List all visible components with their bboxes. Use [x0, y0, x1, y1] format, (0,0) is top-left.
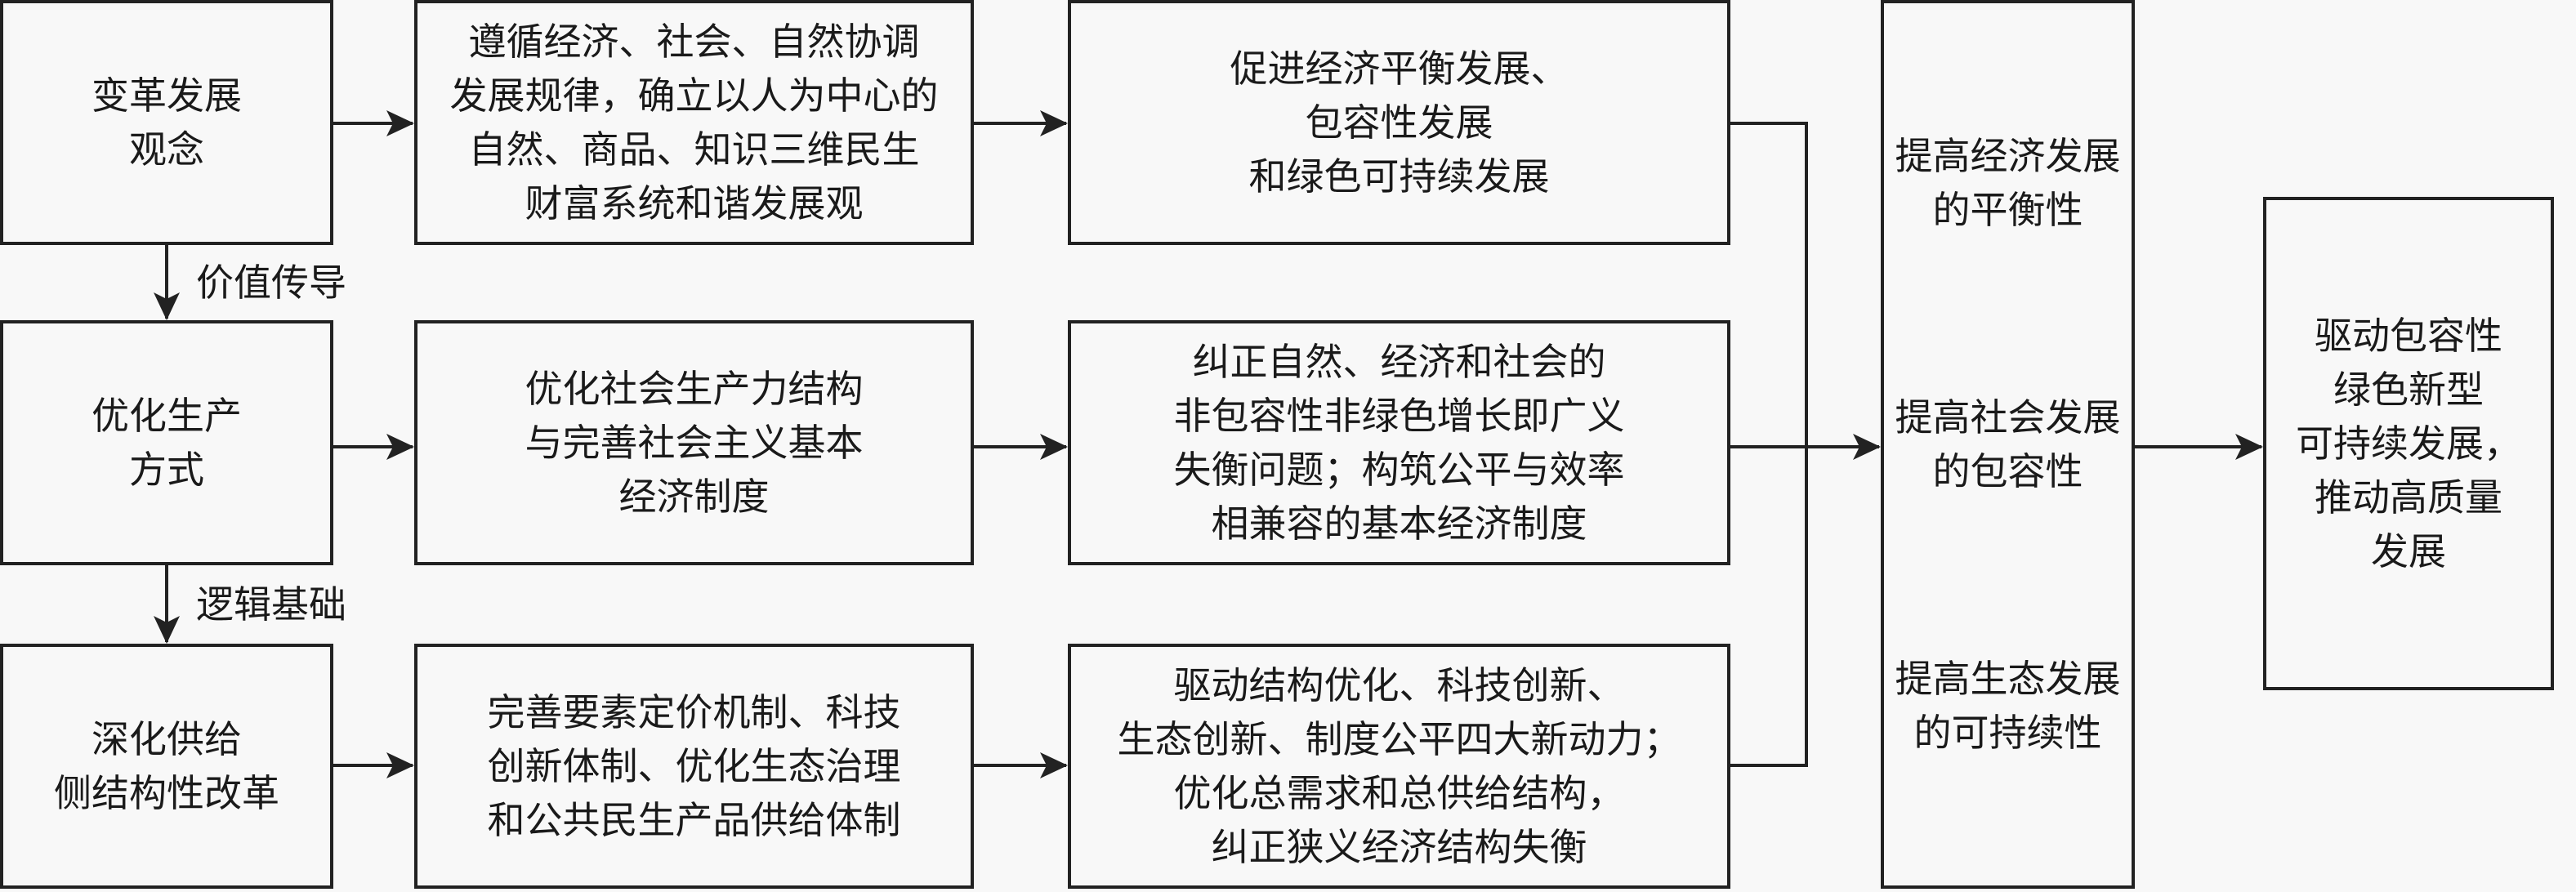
- box-text: 优化总需求和总供给结构，: [1173, 771, 1625, 815]
- box-text: 和绿色可持续发展: [1248, 154, 1550, 198]
- box-text: 财富系统和谐发展观: [525, 181, 864, 225]
- box-correct-broad-imbalance: 纠正自然、经济和社会的 非包容性非绿色增长即广义 失衡问题；构筑公平与效率 相兼…: [1068, 320, 1730, 565]
- arrowheads: [154, 110, 2263, 778]
- box-text: 经济制度: [618, 475, 770, 519]
- box-balanced-development: 促进经济平衡发展、 包容性发展 和绿色可持续发展: [1068, 0, 1730, 245]
- box-productivity-structure: 优化社会生产力结构 与完善社会主义基本 经济制度: [414, 320, 974, 565]
- box-text: 的包容性: [1932, 449, 2083, 493]
- box-text: 创新体制、优化生态治理: [487, 744, 901, 788]
- box-text: 包容性发展: [1305, 100, 1493, 145]
- box-high-quality-development: 驱动包容性 绿色新型 可持续发展， 推动高质量 发展: [2263, 197, 2554, 690]
- box-optimize-production-mode: 优化生产 方式: [0, 320, 333, 565]
- box-text: 侧结构性改革: [54, 771, 279, 815]
- box-text: 推动高质量: [2315, 475, 2502, 520]
- box-text: 方式: [129, 448, 204, 492]
- box-improvement-goals: 提高经济发展 的平衡性 提高社会发展 的包容性 提高生态发展 的可持续性: [1881, 0, 2135, 889]
- box-text: 失衡问题；构筑公平与效率: [1173, 448, 1625, 492]
- box-harmonious-development-view: 遵循经济、社会、自然协调 发展规律，确立以人为中心的 自然、商品、知识三维民生 …: [414, 0, 974, 245]
- box-change-development-concept: 变革发展 观念: [0, 0, 333, 245]
- box-text: 观念: [129, 127, 204, 172]
- box-text: 和公共民生产品供给体制: [487, 798, 901, 842]
- box-supply-side-reform: 深化供给 侧结构性改革: [0, 644, 333, 889]
- box-text: 驱动结构优化、科技创新、: [1173, 663, 1625, 707]
- box-text: 绿色新型: [2333, 368, 2484, 412]
- box-text: 驱动包容性: [2315, 314, 2502, 358]
- box-text: 的平衡性: [1932, 188, 2083, 232]
- box-text: 优化社会生产力结构: [525, 367, 864, 411]
- box-text: 提高经济发展: [1895, 134, 2121, 178]
- box-text: 遵循经济、社会、自然协调: [468, 20, 920, 64]
- box-text: 提高社会发展: [1895, 395, 2121, 439]
- box-text: 可持续发展，: [2296, 421, 2521, 466]
- box-text: 非包容性非绿色增长即广义: [1173, 394, 1625, 438]
- goal-balance: 提高经济发展 的平衡性: [1895, 129, 2121, 237]
- box-text: 变革发展: [92, 74, 242, 118]
- link-label-value-transmission: 价值传导: [196, 261, 346, 305]
- box-four-new-drivers: 驱动结构优化、科技创新、 生态创新、制度公平四大新动力； 优化总需求和总供给结构…: [1068, 644, 1730, 889]
- box-text: 完善要素定价机制、科技: [487, 690, 901, 734]
- box-text: 自然、商品、知识三维民生: [468, 127, 920, 172]
- box-text: 的可持续性: [1913, 711, 2102, 755]
- box-text: 促进经济平衡发展、: [1230, 47, 1569, 91]
- box-text: 提高生态发展: [1895, 657, 2121, 701]
- box-pricing-mechanism: 完善要素定价机制、科技 创新体制、优化生态治理 和公共民生产品供给体制: [414, 644, 974, 889]
- box-text: 与完善社会主义基本: [525, 421, 864, 465]
- box-text: 优化生产: [92, 394, 242, 438]
- box-text: 深化供给: [92, 717, 242, 761]
- box-text: 相兼容的基本经济制度: [1211, 502, 1587, 546]
- box-text: 生态创新、制度公平四大新动力；: [1117, 717, 1681, 761]
- goal-inclusiveness: 提高社会发展 的包容性: [1895, 390, 2121, 498]
- box-text: 纠正狭义经济结构失衡: [1211, 825, 1587, 869]
- box-text: 发展: [2371, 529, 2446, 573]
- box-text: 纠正自然、经济和社会的: [1192, 340, 1606, 384]
- goal-sustainability: 提高生态发展 的可持续性: [1895, 652, 2121, 760]
- link-label-logical-basis: 逻辑基础: [196, 582, 346, 627]
- box-text: 发展规律，确立以人为中心的: [449, 74, 939, 118]
